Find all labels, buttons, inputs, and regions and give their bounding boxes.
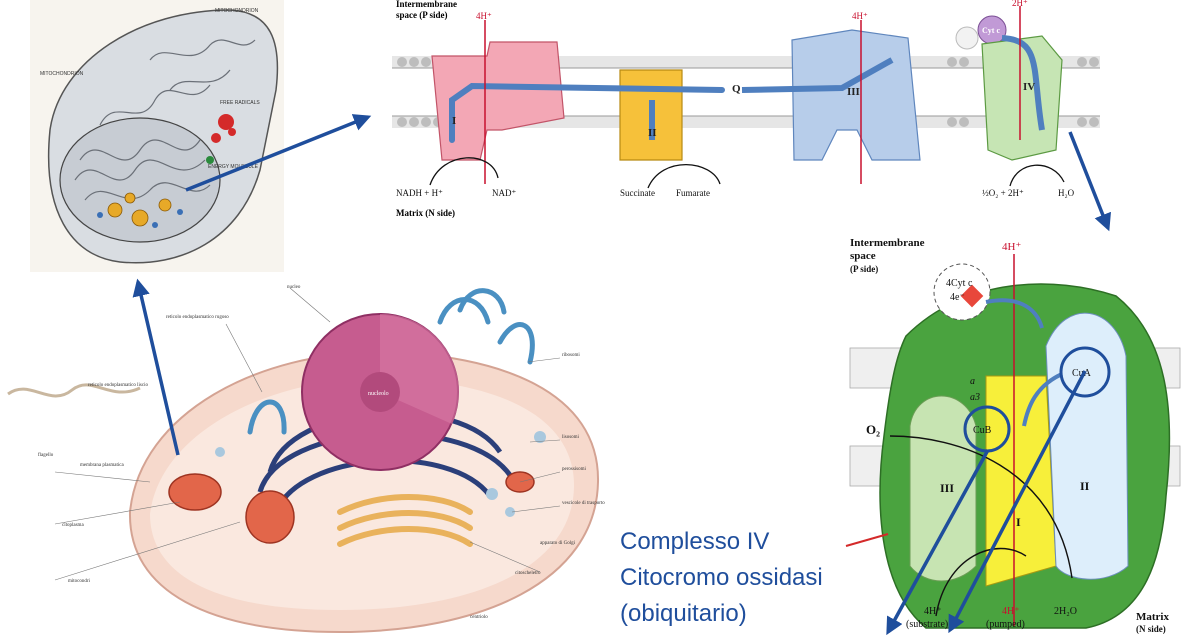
arrow-mito-to-etc xyxy=(186,117,368,190)
caption-pointer-line xyxy=(846,534,888,546)
arrow-cell-to-mito xyxy=(138,282,178,455)
arrow-cu-a-down xyxy=(950,371,1085,630)
arrow-cu-b-down xyxy=(888,450,988,632)
arrow-etc-to-complexIV xyxy=(1070,132,1108,228)
